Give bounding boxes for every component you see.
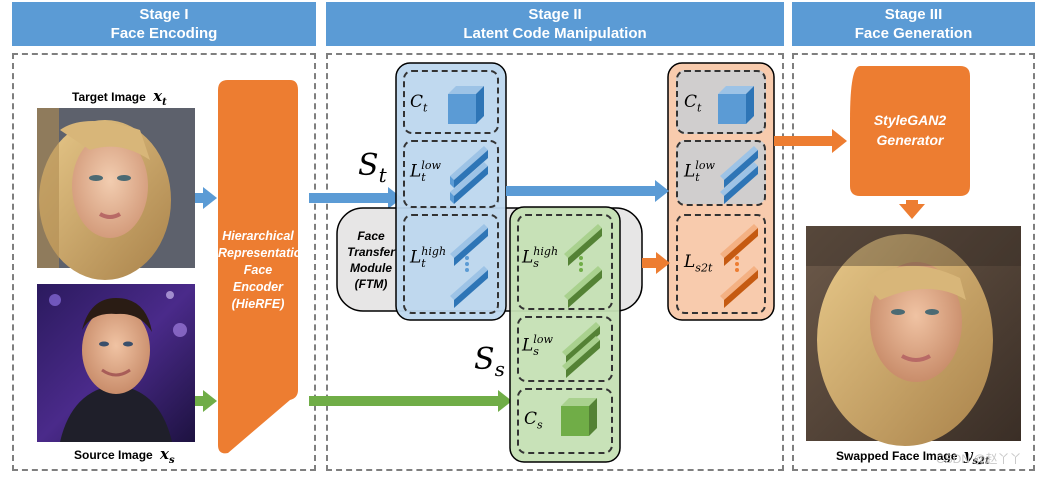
target-image xyxy=(37,108,195,280)
stage-3-border xyxy=(792,53,1035,471)
arrows-stage1 xyxy=(195,187,512,412)
cell-l-t-low xyxy=(403,140,499,208)
stage-2-title: Stage II xyxy=(528,6,582,23)
cell-out-l-s2t xyxy=(676,214,766,314)
slabs-out-l-t-low xyxy=(720,146,758,204)
slabs-out-l-s2t xyxy=(720,224,758,308)
cell-l-s-low xyxy=(517,316,613,382)
source-image xyxy=(37,284,195,442)
cell-c-t xyxy=(403,70,499,134)
stage-2-header: Stage II Latent Code Manipulation xyxy=(326,2,784,46)
stage-3-subtitle: Face Generation xyxy=(854,25,973,42)
watermark-text: CSDN @赵丫丫 xyxy=(936,452,1022,466)
generator-shape xyxy=(850,66,970,196)
cube-out-c-t xyxy=(718,86,754,124)
ftm-label: Face Transfer Module (FTM) xyxy=(347,229,395,291)
latent-out-c-t: Ct xyxy=(684,92,702,115)
target-image-label: Target Image xt xyxy=(72,87,167,108)
swapped-image xyxy=(806,226,1021,446)
cell-l-s-high xyxy=(517,214,613,310)
slabs-l-s-low xyxy=(562,322,600,378)
encoder-shape xyxy=(218,80,298,454)
slabs-l-s-high xyxy=(564,224,602,308)
latent-c-s: Cs xyxy=(524,409,543,432)
cell-out-c-t xyxy=(676,70,766,134)
cube-c-t xyxy=(448,86,484,124)
stage-2-subtitle: Latent Code Manipulation xyxy=(463,25,647,42)
label-s-s: Ss xyxy=(474,342,505,381)
generator-label: StyleGAN2 Generator xyxy=(873,112,947,148)
cube-c-s xyxy=(561,398,597,436)
stage-3-header: Stage III Face Generation xyxy=(792,2,1035,46)
slabs-l-t-high xyxy=(450,224,488,308)
latent-c-t: Ct xyxy=(410,92,428,115)
source-image-label: Source Image xs xyxy=(74,445,175,466)
stage-3-title: Stage III xyxy=(884,6,943,23)
slabs-l-t-low xyxy=(450,146,488,204)
stage-1-border xyxy=(12,53,316,471)
cell-out-l-t-low xyxy=(676,140,766,206)
encoder-label: Hierarchical Representation Face Encoder… xyxy=(218,229,309,311)
stage-1-header: Stage I Face Encoding xyxy=(12,2,316,46)
stage-1-title: Stage I xyxy=(139,6,189,23)
latent-out-l-s2t: Ls2t xyxy=(684,252,713,275)
swapped-image-label: Swapped Face Image ys2t xyxy=(836,446,990,467)
cell-l-t-high xyxy=(403,214,499,314)
cell-c-s xyxy=(517,388,613,454)
label-s-t: St xyxy=(358,148,387,187)
stage-1-subtitle: Face Encoding xyxy=(110,25,218,42)
stage-2-border xyxy=(326,53,784,471)
